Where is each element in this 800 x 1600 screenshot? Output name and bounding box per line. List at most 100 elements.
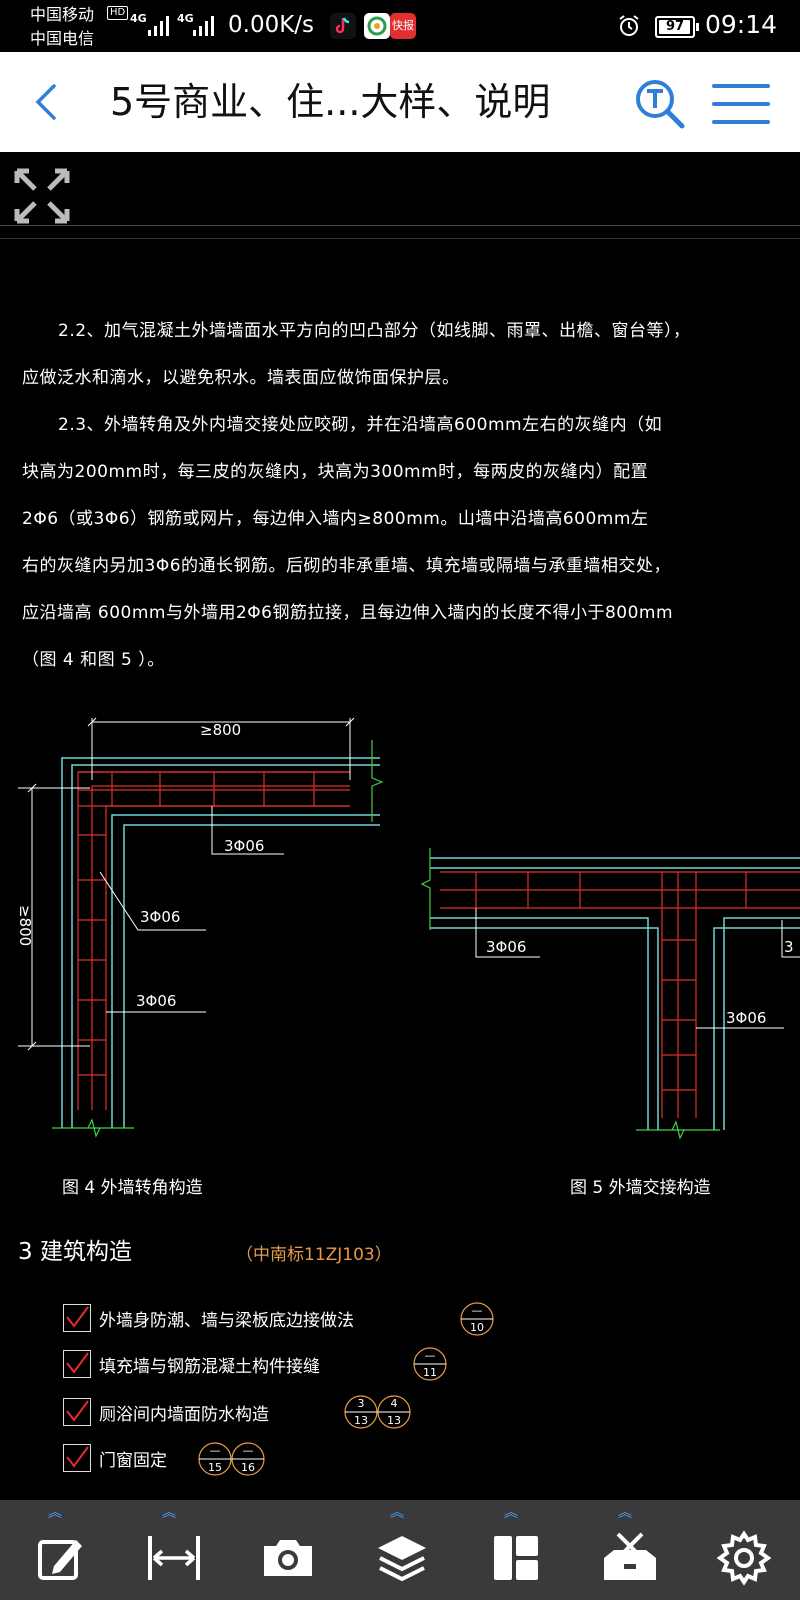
search-t-icon[interactable] xyxy=(632,76,688,132)
fig4-rebar xyxy=(77,771,350,1110)
figure-5-caption: 图 5 外墙交接构造 xyxy=(570,1178,711,1198)
fig4-rebar-label: 3Φ06 xyxy=(136,992,176,1010)
fig4-break-line xyxy=(371,740,384,822)
checklist-label: 门窗固定 xyxy=(99,1451,167,1471)
measure-icon xyxy=(148,1536,200,1580)
settings-button[interactable] xyxy=(704,1500,784,1600)
svg-text:—: — xyxy=(210,1444,221,1457)
measure-button[interactable]: ︽ xyxy=(134,1500,214,1600)
checklist-label: 厕浴间内墙面防水构造 xyxy=(99,1405,269,1425)
title-bar: 5号商业、住...大样、说明 xyxy=(0,52,800,152)
drawing-text-line: 2.3、外墙转角及外内墙交接处应咬砌，并在沿墙高600mm左右的灰缝内（如 xyxy=(58,415,663,435)
alarm-icon xyxy=(619,15,639,36)
hd-badge: HD xyxy=(107,6,129,20)
detail-ref-symbol[interactable]: — 11 xyxy=(413,1347,447,1381)
page-title: 5号商业、住...大样、说明 xyxy=(110,80,551,124)
fig5-rebar-label: 3Φ06 xyxy=(486,938,526,956)
fig4-rebar-label: 3Φ06 xyxy=(140,908,180,926)
figure-4-corner-detail xyxy=(18,717,384,1138)
expand-up-icon: ︽ xyxy=(162,1505,176,1521)
canvas-divider xyxy=(0,225,800,226)
svg-text:—: — xyxy=(243,1444,254,1457)
battery-nub xyxy=(696,23,699,31)
expand-up-icon: ︽ xyxy=(48,1505,62,1521)
edit-icon xyxy=(38,1540,82,1580)
carrier-1: 中国移动 xyxy=(30,5,95,24)
expand-up-icon: ︽ xyxy=(618,1505,632,1521)
network-type-1: 4G xyxy=(130,12,147,25)
fig5-break-line xyxy=(636,1120,720,1140)
fig5-leader xyxy=(475,908,800,1029)
fig5-wall-outline xyxy=(430,857,800,1130)
checklist-label: 外墙身防潮、墙与梁板底边接做法 xyxy=(99,1311,354,1331)
network-speed: 0.00K/s xyxy=(228,12,315,38)
browser-icon xyxy=(364,13,390,39)
drawing-text-line: 2.2、加气混凝土外墙墙面水平方向的凹凸部分（如线脚、雨罩、出檐、窗台等）， xyxy=(58,321,691,341)
svg-text:16: 16 xyxy=(241,1461,255,1474)
svg-text:15: 15 xyxy=(208,1461,222,1474)
drawing-text-line: 块高为200mm时，每三皮的灰缝内，块高为300mm时，每两皮的灰缝内）配置 xyxy=(22,462,649,482)
fig4-break-line xyxy=(52,1118,134,1138)
settings-icon xyxy=(716,1530,772,1586)
detail-ref-symbol[interactable]: 313 xyxy=(344,1395,378,1429)
checked-box-icon[interactable] xyxy=(63,1350,91,1378)
detail-ref-symbol[interactable]: — 15 xyxy=(198,1442,232,1476)
cad-detail-drawing[interactable]: ≥800 ≥800 3Φ06 3Φ06 3Φ06 3Φ06 3Φ06 3 xyxy=(0,690,800,1150)
svg-text:4: 4 xyxy=(391,1397,398,1410)
figure-5-junction-detail xyxy=(420,848,800,1140)
layout-icon xyxy=(494,1536,538,1580)
layout-button[interactable]: ︽ xyxy=(476,1500,556,1600)
fig5-rebar-label: 3 xyxy=(784,938,794,956)
fullscreen-arrows-icon[interactable] xyxy=(11,165,73,227)
drawing-text-line: 2Φ6（或3Φ6）钢筋或网片，每边伸入墙内≥800mm。山墙中沿墙高600mm左 xyxy=(22,509,649,529)
fig4-leader xyxy=(99,806,284,1013)
fig4-rebar-label: 3Φ06 xyxy=(224,837,264,855)
drawing-text-line: 右的灰缝内另加3Φ6的通长钢筋。后砌的非承重墙、填充墙或隔墙与承重墙相交处， xyxy=(22,556,672,576)
battery-percent: 97 xyxy=(665,19,685,34)
battery-indicator: 97 xyxy=(655,16,699,38)
status-bar: 中国移动 中国电信 HD 4G 4G 0.00K/s 快报 97 09:14 xyxy=(0,0,800,52)
detail-reference-symbols: —10 —11 313 413 —15 —16 xyxy=(198,1302,494,1476)
hamburger-menu-icon[interactable] xyxy=(712,82,770,126)
checked-box-icon[interactable] xyxy=(63,1398,91,1426)
news-app-icon: 快报 xyxy=(390,13,416,39)
edit-button[interactable]: ︽ xyxy=(20,1500,100,1600)
svg-text:11: 11 xyxy=(423,1366,437,1379)
svg-text:13: 13 xyxy=(354,1414,368,1427)
clock: 09:14 xyxy=(705,10,778,39)
toolbox-button[interactable]: ︽ xyxy=(590,1500,670,1600)
bottom-toolbar: ︽ ︽ ︽ ︽ ︽ xyxy=(0,1500,800,1600)
chevron-left-icon[interactable] xyxy=(28,82,68,122)
carrier-2: 中国电信 xyxy=(30,29,95,48)
detail-ref-symbol[interactable]: — 10 xyxy=(460,1302,494,1336)
detail-ref-symbol[interactable]: — 16 xyxy=(231,1442,265,1476)
checked-box-icon[interactable] xyxy=(63,1304,91,1332)
svg-text:—: — xyxy=(472,1304,483,1317)
svg-text:—: — xyxy=(425,1349,436,1362)
checklist-label: 填充墙与钢筋混凝土构件接缝 xyxy=(99,1357,320,1377)
svg-text:3: 3 xyxy=(358,1397,365,1410)
checked-box-icon[interactable] xyxy=(63,1444,91,1472)
tiktok-icon xyxy=(330,13,356,39)
layers-button[interactable]: ︽ xyxy=(362,1500,442,1600)
canvas-divider xyxy=(0,238,800,239)
network-type-2: 4G xyxy=(177,12,194,25)
signal-icon xyxy=(193,16,214,36)
camera-button[interactable] xyxy=(248,1500,328,1600)
signal-icon xyxy=(148,16,169,36)
svg-text:10: 10 xyxy=(470,1321,484,1334)
fig4-dim-horizontal: ≥800 xyxy=(200,721,241,739)
detail-ref-symbol[interactable]: 413 xyxy=(377,1395,411,1429)
drawing-text-line: 应做泛水和滴水，以避免积水。墙表面应做饰面保护层。 xyxy=(22,368,460,388)
drawing-text-line: （图 4 和图 5 ）。 xyxy=(22,650,165,670)
fig5-rebar xyxy=(440,871,800,1118)
fig4-dimension xyxy=(18,717,355,1051)
section-heading: 3 建筑构造 xyxy=(18,1239,132,1265)
expand-up-icon: ︽ xyxy=(390,1505,404,1521)
svg-text:13: 13 xyxy=(387,1414,401,1427)
fig5-break-line xyxy=(420,848,431,930)
fig5-rebar-label: 3Φ06 xyxy=(726,1009,766,1027)
toolbox-icon xyxy=(604,1532,656,1580)
standard-reference: （中南标11ZJ103） xyxy=(236,1245,392,1265)
figure-4-caption: 图 4 外墙转角构造 xyxy=(62,1178,203,1198)
